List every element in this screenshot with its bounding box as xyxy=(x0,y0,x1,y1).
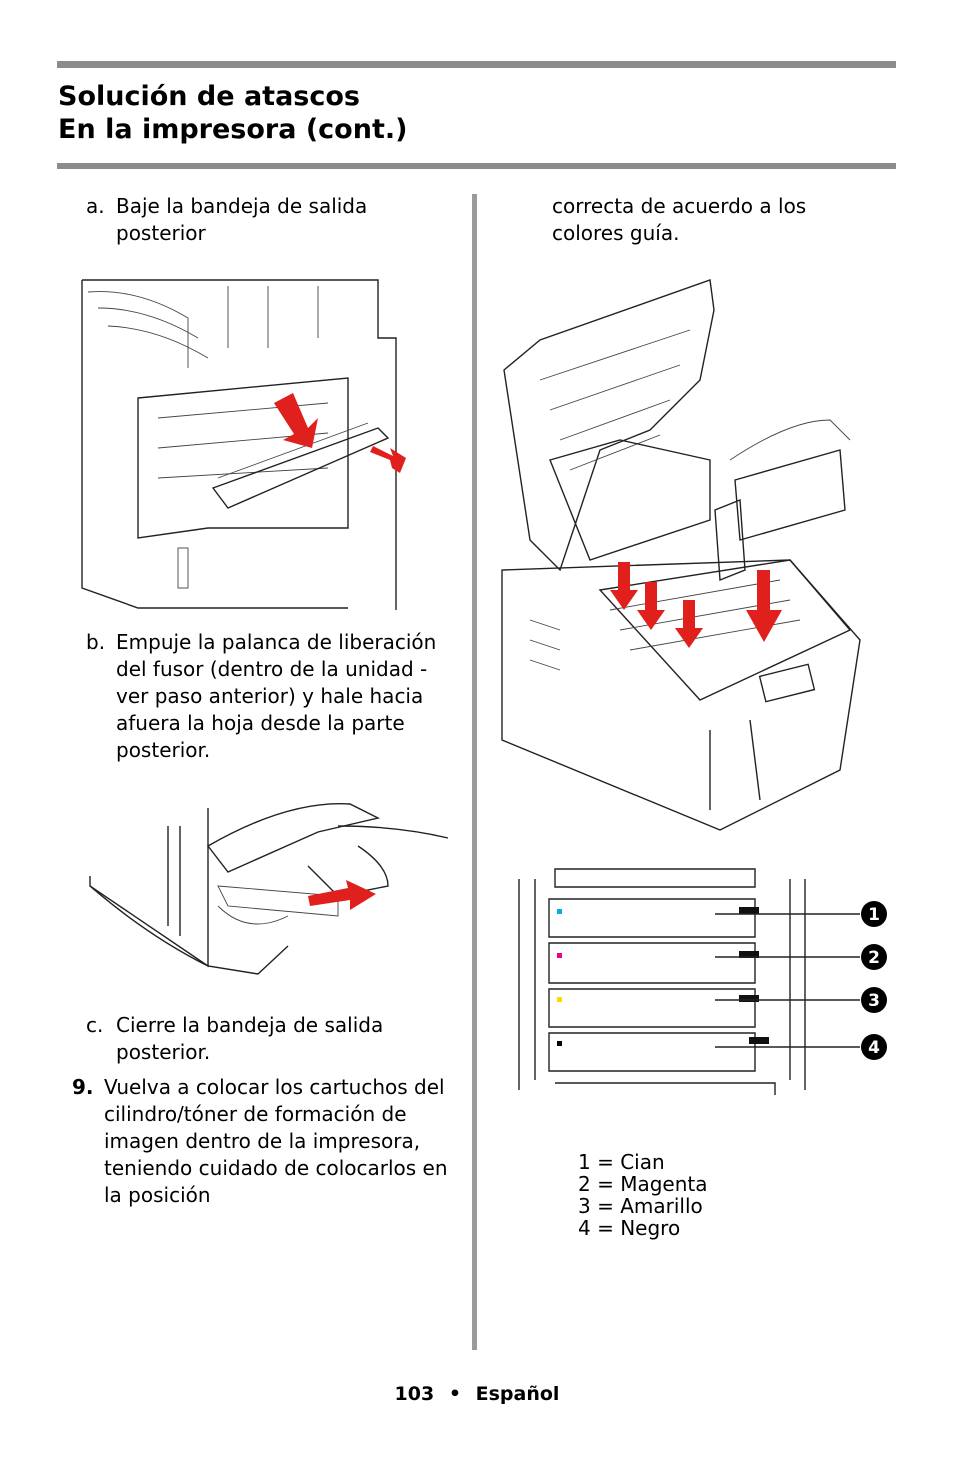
printer-cartridges-illustration xyxy=(501,279,861,831)
step-c-text: Cierre la bandeja de salida posterior. xyxy=(116,1013,384,1064)
title-line-2: En la impresora (cont.) xyxy=(58,114,408,145)
callout-3-badge xyxy=(861,987,887,1013)
callout-4-badge xyxy=(861,1034,887,1060)
callout-3-label: 3 xyxy=(868,991,880,1011)
step-a-text: Baje la bandeja de salida posterior xyxy=(116,194,368,245)
cyan-marker xyxy=(557,909,562,914)
step-c-marker: c. xyxy=(86,1013,104,1037)
footer-separator: • xyxy=(448,1383,461,1405)
callout-2-badge xyxy=(861,944,887,970)
pull-sheet-illustration xyxy=(89,802,449,975)
legend-item-negro: 4 = Negro xyxy=(578,1216,681,1240)
page-title: Solución de atascos En la impresora (con… xyxy=(58,80,407,146)
color-legend: 1 = Cian 2 = Magenta 3 = Amarillo 4 = Ne… xyxy=(578,1151,707,1239)
black-marker xyxy=(557,1041,562,1046)
callout-1-label: 1 xyxy=(868,905,880,925)
step-9-marker: 9. xyxy=(72,1075,94,1099)
legend-item-magenta: 2 = Magenta xyxy=(578,1172,708,1196)
footer-language: Español xyxy=(475,1383,560,1405)
step-b-text: Empuje la palanca de liberación del fuso… xyxy=(116,630,437,762)
callout-4-label: 4 xyxy=(868,1038,880,1058)
callout-1-badge xyxy=(861,901,887,927)
continued-text: correcta de acuerdo a los colores guía. xyxy=(552,194,807,245)
step-9-text: Vuelva a colocar los cartuchos del cilin… xyxy=(104,1075,448,1207)
callout-2-label: 2 xyxy=(868,948,880,968)
title-line-1: Solución de atascos xyxy=(58,81,360,112)
cartridge-slot-diagram: 1 2 3 4 xyxy=(518,868,887,1095)
step-b-marker: b. xyxy=(86,630,106,654)
legend-item-amarillo: 3 = Amarillo xyxy=(578,1194,703,1218)
page-number: 103 xyxy=(394,1383,435,1405)
step-a-marker: a. xyxy=(86,194,105,218)
magenta-marker xyxy=(557,953,562,958)
header-rule-top xyxy=(57,61,896,68)
header-rule-bottom xyxy=(57,163,896,169)
rear-tray-illustration xyxy=(81,279,406,610)
yellow-marker xyxy=(557,997,562,1002)
legend-item-cian: 1 = Cian xyxy=(578,1150,665,1174)
page-footer: 103 • Español xyxy=(0,1383,954,1405)
column-divider xyxy=(472,194,477,1350)
